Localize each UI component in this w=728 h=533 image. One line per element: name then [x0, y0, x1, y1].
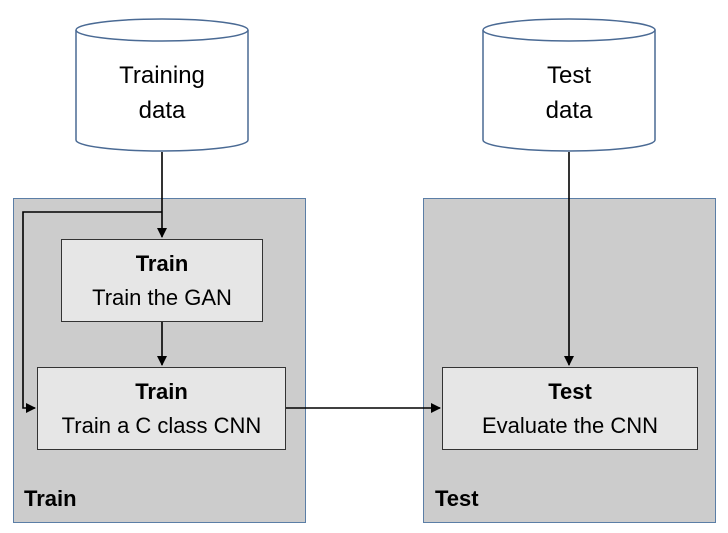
train-cnn-box: Train Train a C class CNN — [37, 367, 286, 450]
evaluate-cnn-text: Evaluate the CNN — [481, 412, 659, 438]
evaluate-cnn-title: Test — [548, 378, 592, 404]
training-data-cylinder — [75, 18, 249, 152]
test-data-line2: data — [545, 97, 593, 124]
test-data-cylinder — [482, 18, 656, 152]
train-gan-box: Train Train the GAN — [61, 239, 263, 322]
train-panel-label: Train — [24, 486, 77, 511]
training-data-line2: data — [138, 97, 186, 124]
test-panel-label: Test — [435, 486, 479, 511]
test-data-label: Test data — [481, 58, 657, 128]
training-data-label: Training data — [74, 58, 250, 128]
test-data-line1: Test — [546, 62, 591, 89]
training-data-line1: Training — [119, 62, 205, 89]
train-cnn-text: Train a C class CNN — [61, 412, 262, 438]
train-gan-text: Train the GAN — [92, 284, 232, 310]
arrow-loop-to-cnn — [22, 211, 162, 413]
train-cnn-title: Train — [135, 378, 188, 404]
train-gan-title: Train — [135, 250, 189, 276]
evaluate-cnn-box: Test Evaluate the CNN — [442, 367, 698, 450]
